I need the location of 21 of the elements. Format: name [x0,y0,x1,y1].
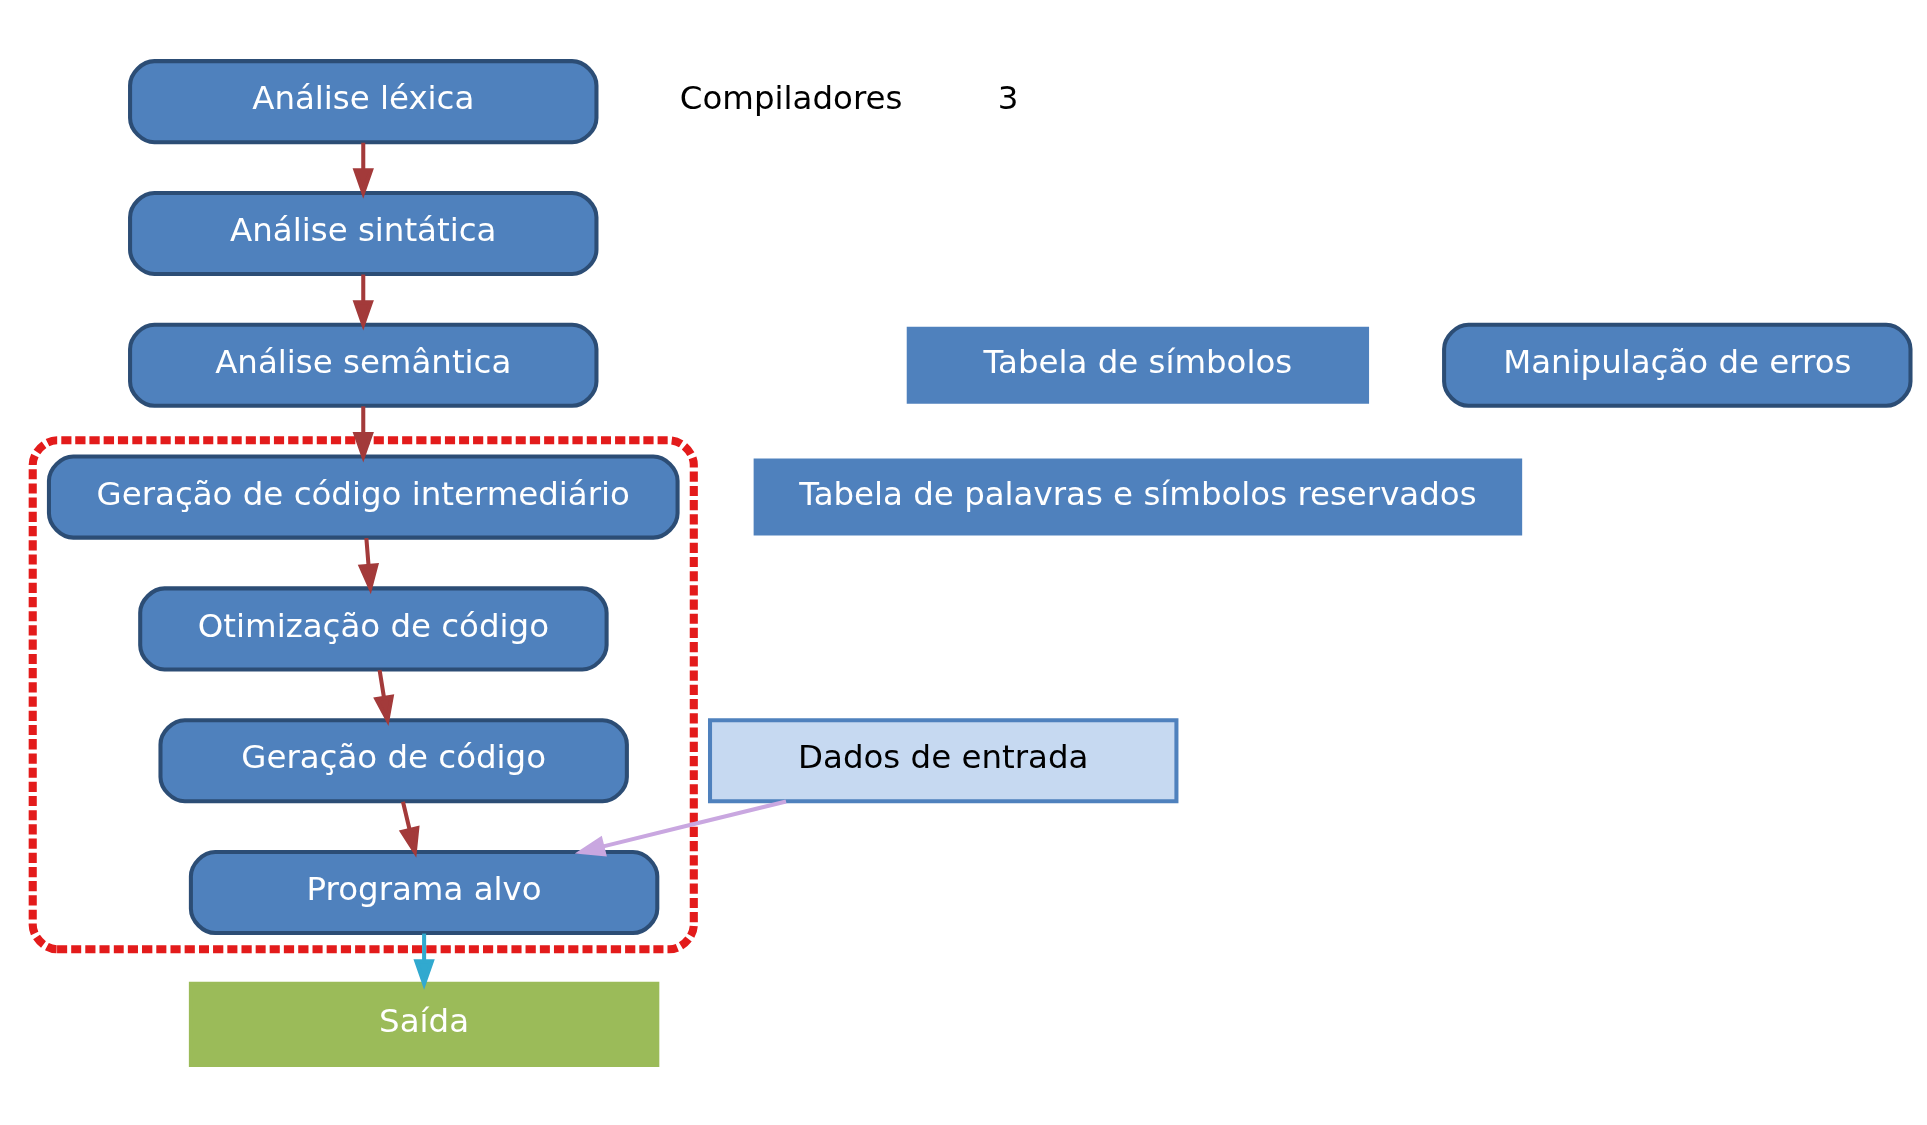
node-box: Geração de código [158,717,629,803]
node-box: Programa alvo [188,849,660,935]
arrow [574,798,787,856]
arrow [373,669,395,726]
label: 3 [997,78,1019,117]
node-box: Análise sintática [128,190,599,276]
arrow [398,800,420,858]
node-box: Otimização de código [138,585,609,671]
node-box: Dados de entrada [708,717,1179,803]
arrow [352,142,374,199]
arrow [413,933,435,990]
node-box: Análise semântica [128,322,599,408]
node-box: Manipulação de erros [1442,322,1913,408]
cluster [28,435,698,953]
node-box: Geração de código intermediário [46,454,680,540]
node-box: Saída [188,981,660,1067]
arrow [352,274,374,331]
node-box: Análise léxica [128,58,599,144]
label: Compiladores [679,78,903,117]
arrow [357,537,380,594]
arrow [352,405,374,462]
